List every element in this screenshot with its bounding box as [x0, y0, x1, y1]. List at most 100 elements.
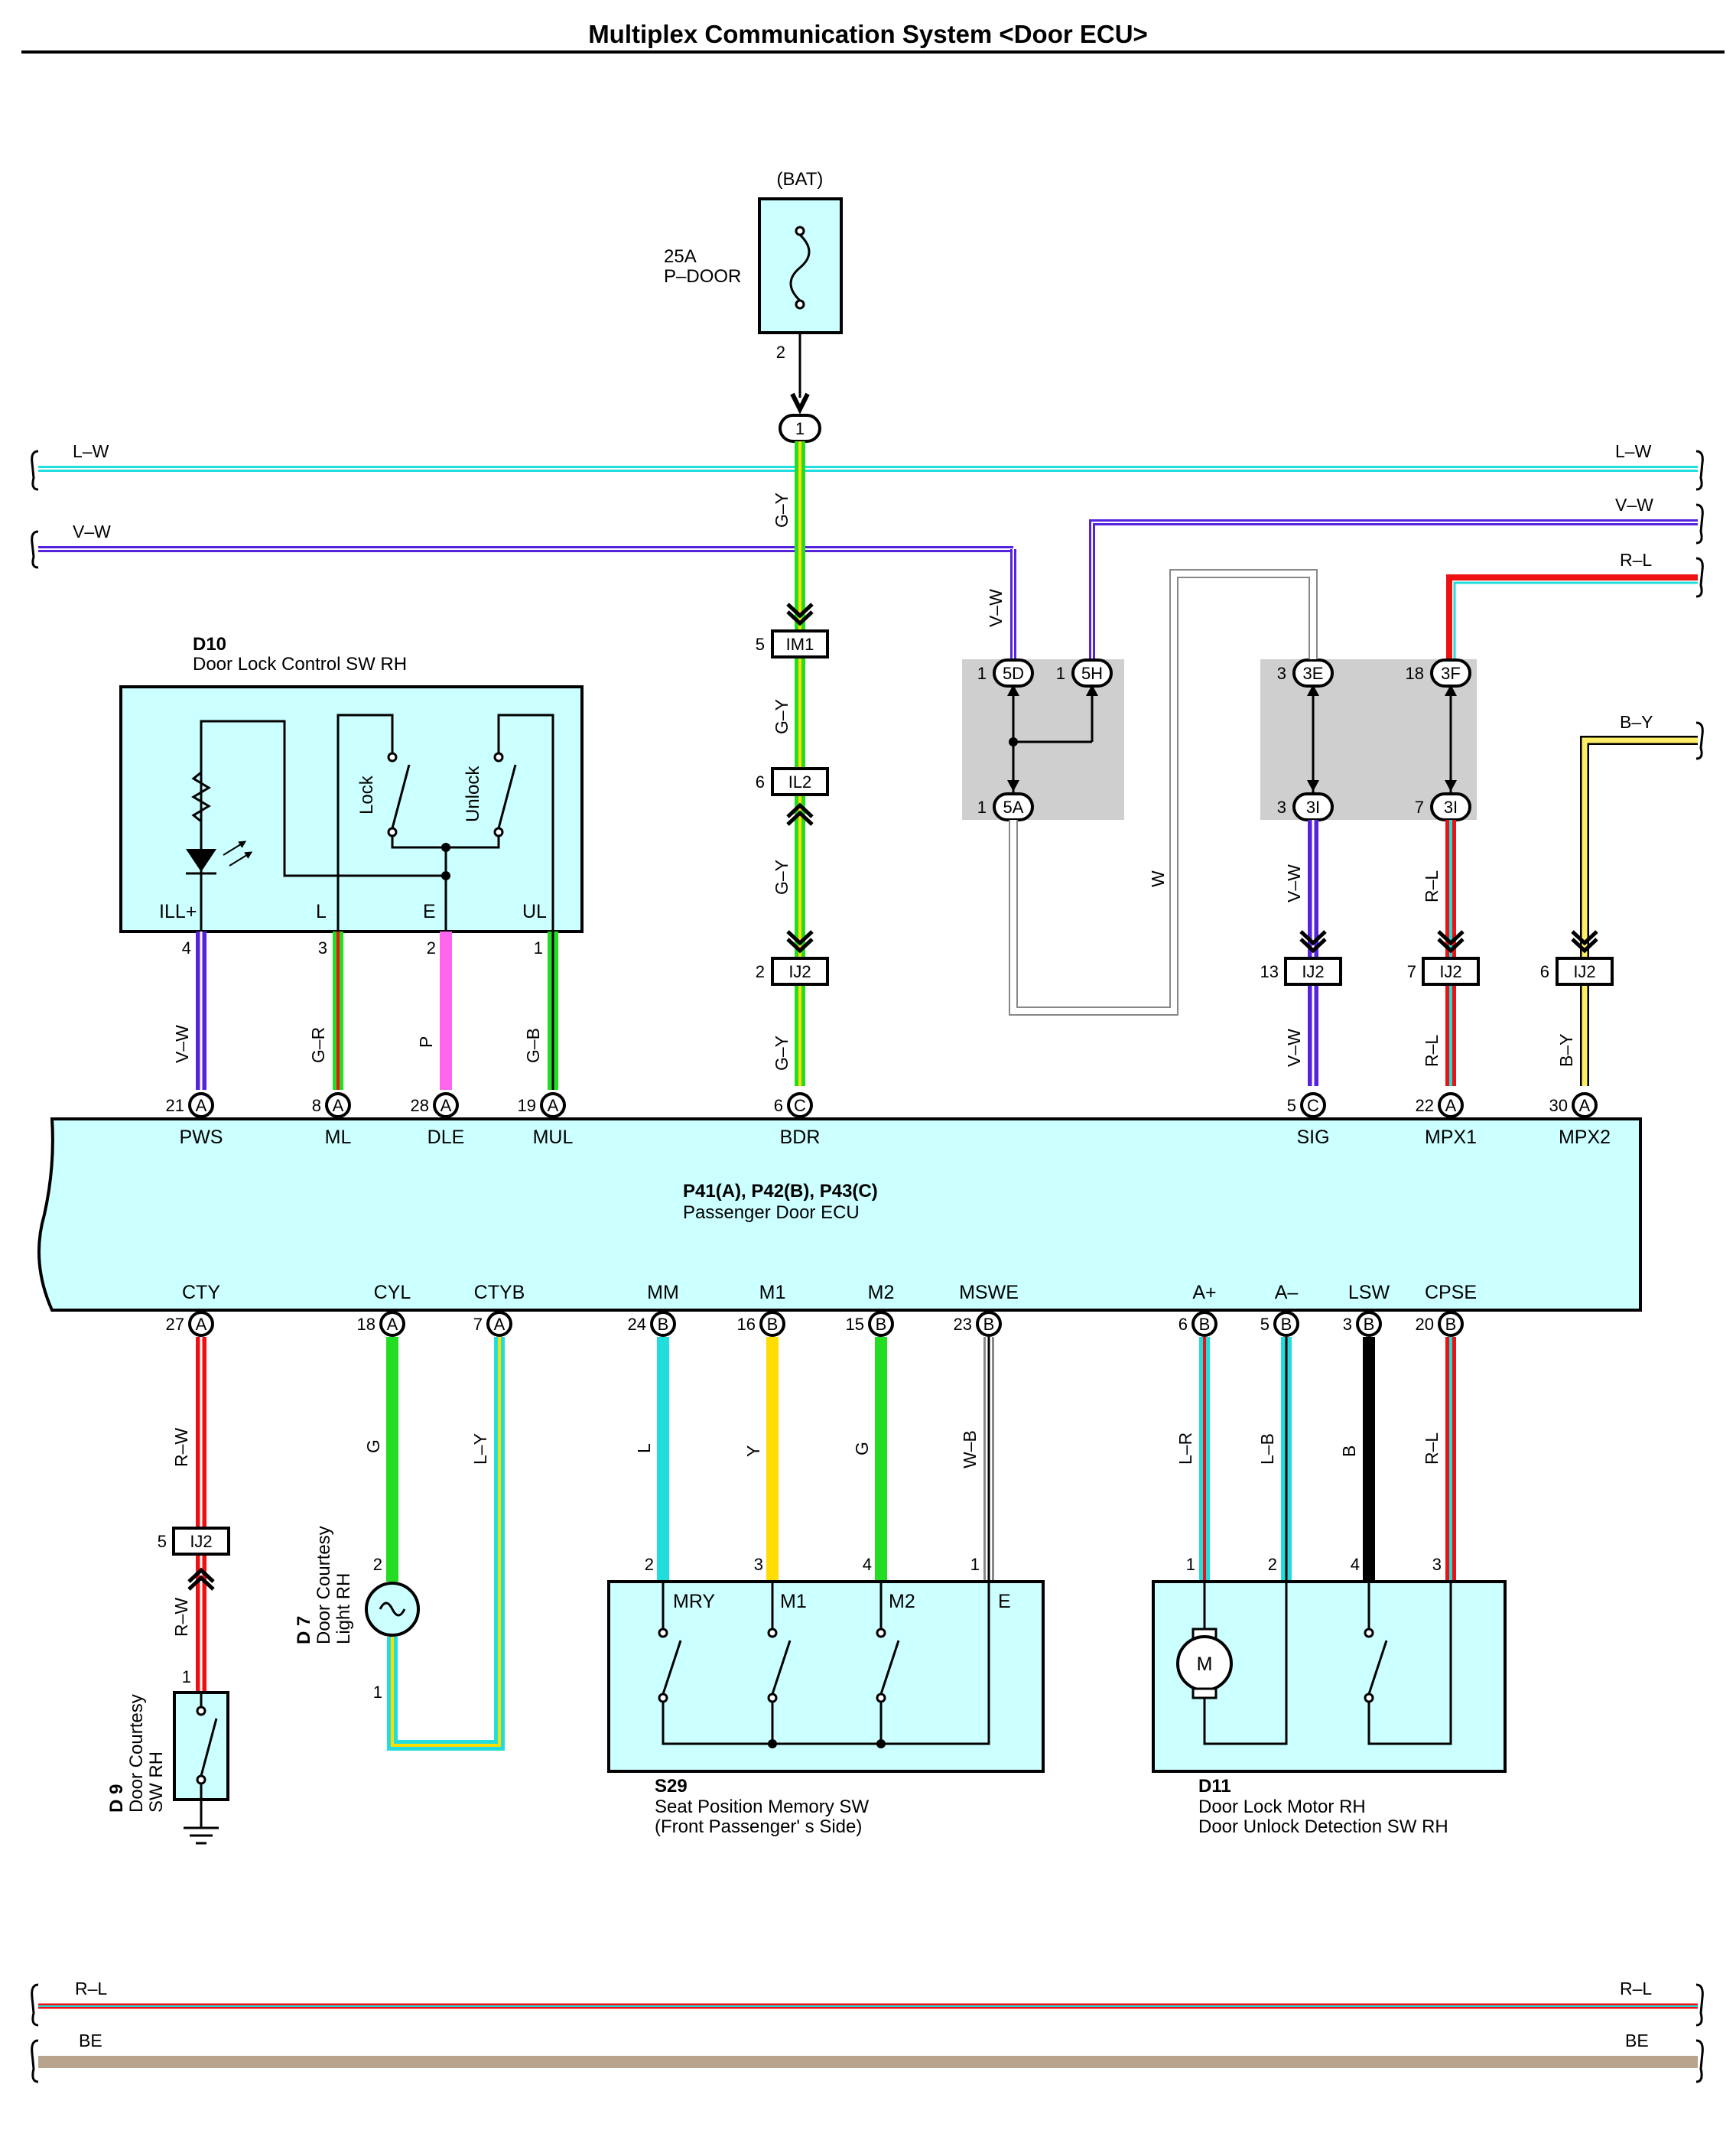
svg-text:G–B: G–B	[523, 1028, 543, 1063]
bus-bottom-be: BE BE	[31, 2031, 1704, 2083]
d10-lock-label: Lock	[356, 775, 377, 815]
bus-bottom-be-right: BE	[1625, 2031, 1649, 2050]
d10-unlock-label: Unlock	[463, 766, 483, 822]
fuse-p-door: (BAT) 25A P–DOOR 2	[664, 169, 843, 415]
svg-text:M1: M1	[759, 1282, 786, 1303]
svg-text:21: 21	[166, 1096, 184, 1115]
svg-text:3: 3	[1343, 1315, 1352, 1334]
svg-text:C: C	[794, 1096, 806, 1115]
component-d9: 1 D 9 Door Courtesy SW RH	[106, 1667, 229, 1845]
passenger-door-ecu: P41(A), P42(B), P43(C) Passenger Door EC…	[37, 1117, 1642, 1312]
d11-name1: Door Lock Motor RH	[1198, 1797, 1366, 1817]
svg-text:7: 7	[1415, 798, 1424, 817]
bus-bottom-rl: R–L R–L	[31, 1979, 1704, 2027]
svg-text:A: A	[196, 1315, 207, 1334]
svg-text:B: B	[1339, 1445, 1359, 1457]
svg-text:1: 1	[182, 1667, 191, 1686]
wire-cpse: R–L	[1422, 1337, 1456, 1582]
component-d7: 2 1 D 7 Door Courtesy Light RH	[294, 1526, 420, 1702]
svg-text:IJ2: IJ2	[788, 962, 811, 981]
svg-text:R–W: R–W	[171, 1428, 191, 1467]
svg-text:28: 28	[411, 1096, 429, 1115]
bus-vw: V–W V–W	[31, 522, 1016, 673]
bus-lw: L–W L–W	[31, 441, 1704, 491]
svg-text:E: E	[423, 901, 436, 922]
svg-text:G: G	[852, 1442, 872, 1455]
splice-3i-b: 3I 7	[1415, 792, 1471, 821]
svg-text:Y: Y	[743, 1445, 763, 1457]
fuse-name: P–DOOR	[664, 266, 741, 287]
wire-cty: R–W R–W	[171, 1337, 215, 1694]
svg-text:8: 8	[312, 1096, 321, 1115]
svg-text:A–: A–	[1275, 1282, 1299, 1303]
svg-text:IJ2: IJ2	[190, 1532, 212, 1551]
bus-by-label: B–Y	[1620, 712, 1653, 732]
d9-name2: SW RH	[146, 1751, 167, 1813]
svg-text:3: 3	[318, 938, 327, 958]
svg-text:5: 5	[1260, 1315, 1269, 1334]
svg-text:IJ2: IJ2	[1573, 962, 1595, 981]
bus-vw-label-vert: V–W	[986, 589, 1006, 627]
wire-m2: G	[852, 1337, 887, 1582]
svg-text:M: M	[1197, 1654, 1213, 1675]
splice-block-left: 5D 1 5H 1 5A 1	[962, 659, 1124, 821]
d7-name2: Light RH	[333, 1573, 354, 1644]
svg-text:18: 18	[1406, 664, 1424, 683]
svg-text:V–W: V–W	[1284, 864, 1304, 902]
svg-text:3: 3	[1432, 1555, 1442, 1574]
bus-bottom-rl-left: R–L	[75, 1979, 107, 1998]
svg-text:A: A	[548, 1096, 559, 1115]
wire-sig: V–W V–W	[1284, 820, 1327, 1086]
connector-top-1: 1	[779, 414, 821, 443]
svg-text:B: B	[1199, 1315, 1211, 1334]
wire-mm: L	[634, 1337, 669, 1582]
wire-mswe: W–B	[960, 1337, 994, 1582]
bus-vw-right: V–W	[1089, 495, 1704, 673]
svg-text:13: 13	[1260, 962, 1279, 981]
svg-text:CPSE: CPSE	[1425, 1282, 1477, 1303]
fuse-source: (BAT)	[777, 169, 824, 190]
svg-text:3I: 3I	[1306, 798, 1320, 817]
svg-text:2: 2	[756, 962, 765, 981]
s29-id: S29	[655, 1776, 688, 1797]
svg-text:B: B	[1281, 1315, 1292, 1334]
svg-text:1: 1	[534, 938, 543, 958]
bus-bottom-be-left: BE	[79, 2031, 102, 2050]
d10-name: Door Lock Control SW RH	[193, 654, 407, 675]
svg-text:BDR: BDR	[780, 1127, 821, 1148]
svg-text:IJ2: IJ2	[1439, 962, 1461, 981]
connector-ij2-sig: IJ2 13	[1260, 957, 1342, 986]
svg-text:3: 3	[1277, 798, 1286, 817]
svg-text:M1: M1	[780, 1591, 807, 1612]
d11-id: D11	[1198, 1776, 1231, 1797]
svg-text:ILL+: ILL+	[159, 901, 197, 922]
svg-text:IJ2: IJ2	[1302, 962, 1324, 981]
ecu-top-terminals: A21PWSA8MLA28DLEA19MULC6BDRC5SIGA22MPX1A…	[166, 1092, 1611, 1148]
svg-text:A: A	[333, 1096, 344, 1115]
svg-text:6: 6	[1178, 1315, 1188, 1334]
svg-text:23: 23	[954, 1315, 972, 1334]
svg-text:1: 1	[970, 1555, 980, 1574]
svg-text:LSW: LSW	[1348, 1282, 1390, 1303]
svg-text:B: B	[767, 1315, 779, 1334]
svg-text:A: A	[196, 1096, 207, 1115]
bus-bottom-rl-right: R–L	[1620, 1979, 1652, 1998]
svg-text:R–L: R–L	[1422, 870, 1442, 902]
svg-text:A: A	[1579, 1096, 1591, 1115]
splice-3f: 3F 18	[1406, 659, 1471, 688]
d9-id: D 9	[106, 1784, 127, 1813]
svg-text:A+: A+	[1192, 1282, 1216, 1303]
svg-text:SIG: SIG	[1296, 1127, 1329, 1148]
svg-text:1: 1	[373, 1683, 382, 1702]
svg-text:V–W: V–W	[172, 1025, 192, 1063]
